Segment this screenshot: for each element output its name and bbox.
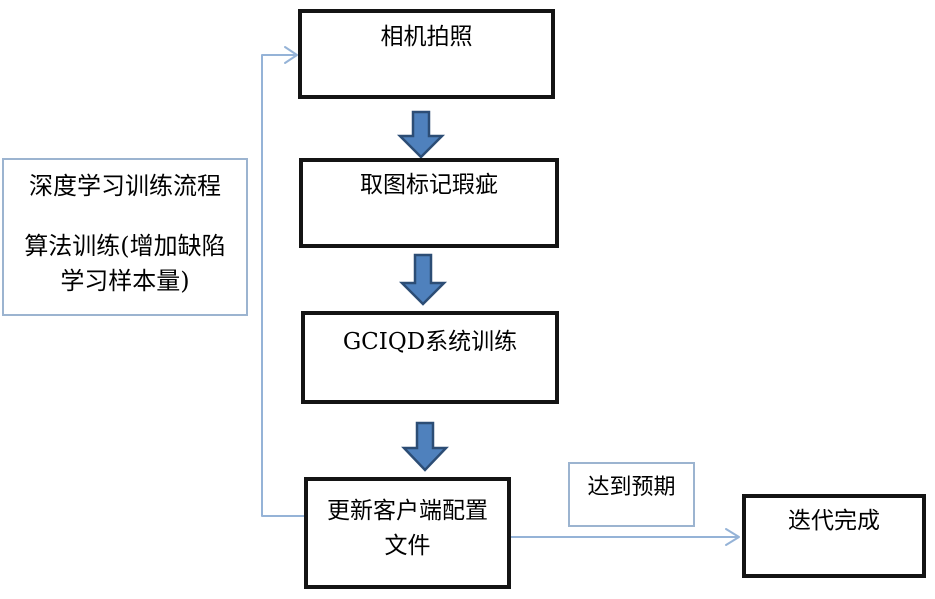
node-update-client-config: 更新客户端配置 文件 xyxy=(304,477,511,589)
edge-label-expectation-met: 达到预期 xyxy=(568,462,695,527)
node-iteration-complete: 迭代完成 xyxy=(742,494,926,578)
down-arrow-icon xyxy=(398,253,448,306)
down-arrow-icon xyxy=(396,110,446,159)
node-mark-defects: 取图标记瑕疵 xyxy=(299,158,559,248)
node-camera: 相机拍照 xyxy=(298,9,555,99)
node-update-client-config-label-line: 更新客户端配置 xyxy=(327,498,488,524)
process-note-line: 学习样本量) xyxy=(60,267,190,295)
process-note-line: 算法训练(增加缺陷 xyxy=(24,232,226,260)
result-arrow-icon xyxy=(510,528,740,546)
node-iteration-complete-label: 迭代完成 xyxy=(788,508,880,534)
feedback-arrow-icon xyxy=(261,46,306,517)
node-gciqd-training: GCIQD系统训练 xyxy=(301,311,559,404)
node-camera-label: 相机拍照 xyxy=(380,24,473,50)
process-note-box: 深度学习训练流程 算法训练(增加缺陷 学习样本量) xyxy=(2,158,248,316)
node-gciqd-training-label: GCIQD系统训练 xyxy=(342,329,518,355)
node-update-client-config-label-line: 文件 xyxy=(384,533,431,559)
edge-label-expectation-met-text: 达到预期 xyxy=(587,475,676,500)
down-arrow-icon xyxy=(401,421,449,472)
process-note-line: 深度学习训练流程 xyxy=(29,172,221,200)
node-mark-defects-label: 取图标记瑕疵 xyxy=(360,172,498,198)
